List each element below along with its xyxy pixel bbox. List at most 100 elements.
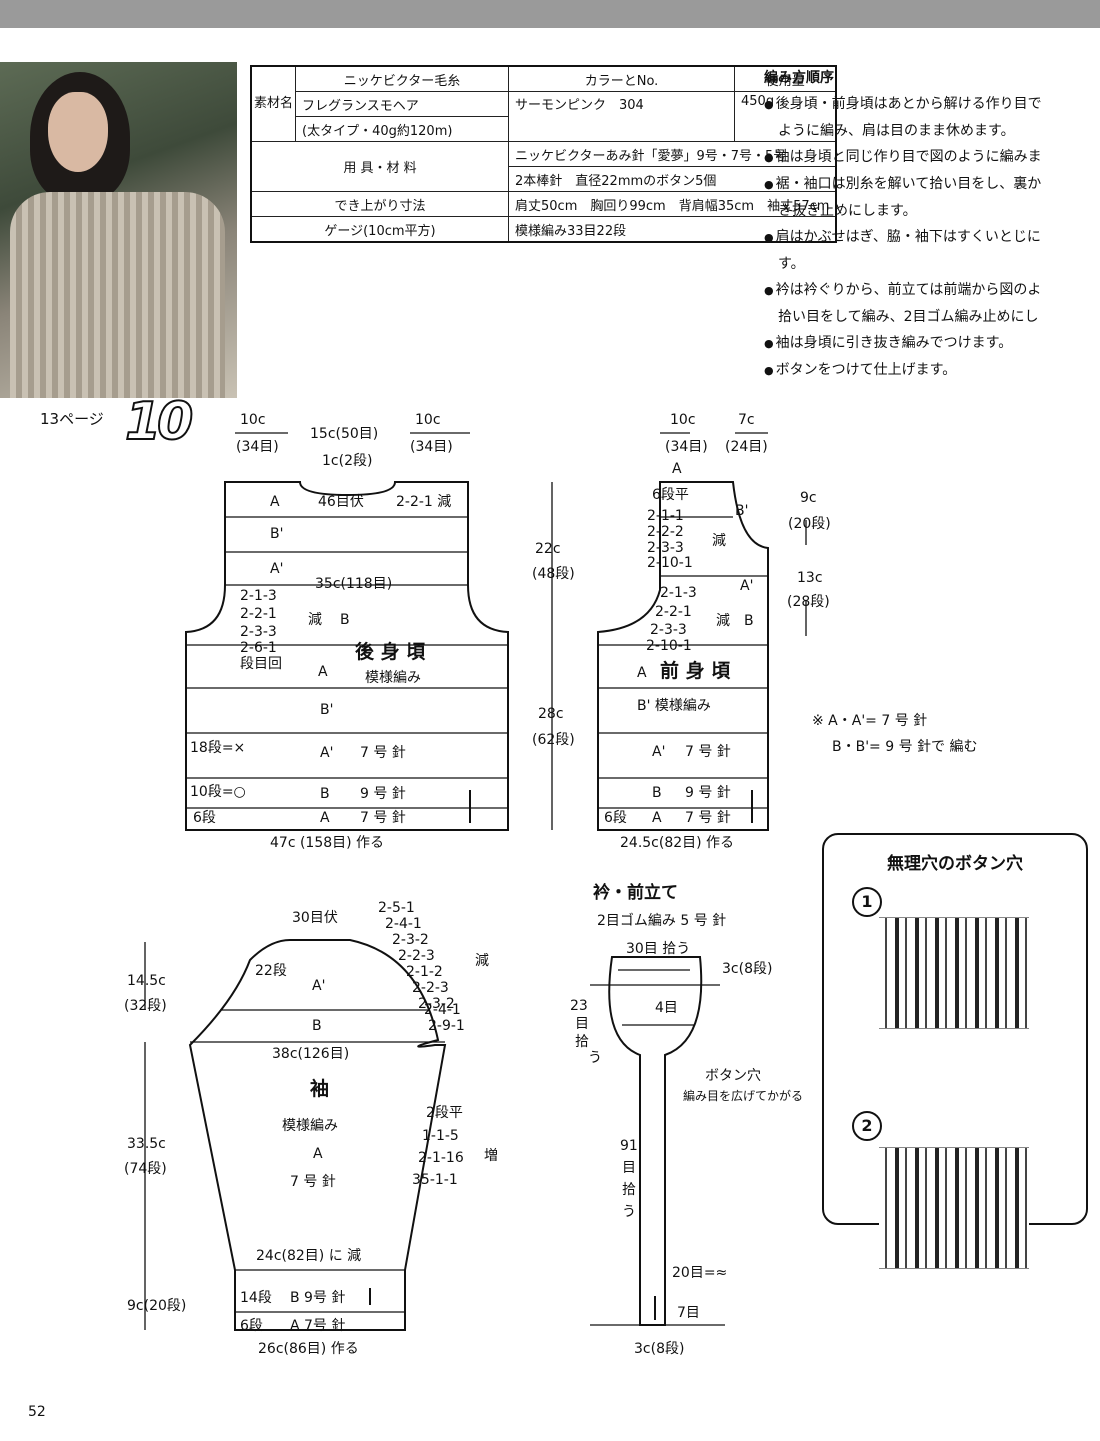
front-dec2: 減: [716, 612, 730, 629]
material-head: 素材名: [250, 65, 297, 142]
back-la: A: [318, 664, 328, 680]
back-top-l: 10c: [240, 412, 266, 428]
sleeve-bind: 30目伏: [292, 910, 338, 926]
collar-bottom: 3c(8段): [634, 1341, 684, 1357]
back-n7b: 7 号 針: [360, 810, 406, 826]
step-6a: 袖は身頃に引き抜き編みでつけます。: [764, 330, 1094, 357]
sleeve-dec: 減: [475, 952, 489, 969]
front-pattern: B' 模様編み: [637, 698, 711, 714]
back-title: 後 身 頃: [355, 640, 426, 663]
front-bottom: 24.5c(82目) 作る: [620, 835, 734, 851]
sleeve-c6: 2-2-3: [412, 980, 449, 996]
sleeve-a2: A': [312, 978, 325, 994]
collar-r20: 20目=≈: [672, 1265, 727, 1281]
sleeve-b: B: [312, 1018, 322, 1034]
back-row-b2: B': [270, 526, 283, 542]
collar-four: 4目: [655, 1000, 678, 1016]
back-d3: 2-3-3: [240, 624, 277, 640]
front-lb: B: [652, 785, 662, 801]
collar-pick23d: う: [588, 1050, 602, 1066]
step-circle-1: 1: [852, 887, 882, 917]
front-m2: 2-2-1: [655, 604, 692, 620]
yarn-detail: (太タイプ・40g約120m): [295, 116, 510, 142]
back-lb2: B': [320, 702, 333, 718]
sleeve-i1: 1-1-5: [422, 1128, 459, 1144]
sleeve-a7: A 7号 針: [290, 1318, 345, 1334]
sleeve-bottom: 26c(86目) 作る: [258, 1341, 359, 1357]
step-4b: す。: [778, 256, 805, 272]
color-head: カラーとNo.: [508, 65, 736, 92]
front-flat: 6段平: [652, 487, 689, 503]
collar-btn2: 編み目を広げてかがる: [683, 1088, 803, 1103]
front-b2: B': [735, 503, 748, 519]
collar-h3: 3c(8段): [722, 961, 772, 977]
collar-title: 衿・前立て: [593, 882, 678, 903]
model-sweater: [10, 192, 225, 398]
step-circle-2: 2: [852, 1111, 882, 1141]
front-n7: 7 号 針: [685, 744, 731, 760]
collar-sub: 2目ゴム編み 5 号 針: [597, 912, 726, 929]
sleeve-h2b: (74段): [124, 1161, 167, 1177]
steps-title: 編み方順序: [764, 70, 834, 86]
top-bar: [0, 0, 1100, 28]
sleeve-b9: B 9号 針: [290, 1290, 345, 1306]
front-title: 前 身 頃: [660, 659, 731, 682]
sleeve-h1b: (32段): [124, 998, 167, 1014]
sleeve-c9: 2-9-1: [428, 1018, 465, 1034]
needle-note: ※ A・A'= 7 号 針 B・B'= 9 号 針で 編む: [812, 708, 978, 760]
page-reference: 13ページ: [40, 410, 104, 428]
back-lb: B: [320, 786, 330, 802]
front-n2: 2-2-2: [647, 524, 684, 540]
front-h2b: (28段): [787, 594, 830, 610]
front-n7b: 7 号 針: [685, 810, 731, 826]
buttonhole-title: 無理穴のボタン穴: [887, 854, 1023, 874]
back-h2: 28c: [538, 706, 564, 722]
sleeve-h2: 33.5c: [127, 1136, 166, 1152]
step-3b: き抜き止めにします。: [778, 203, 917, 219]
front-h1b: (20段): [788, 516, 831, 532]
front-b: B: [744, 613, 754, 629]
note-line-2: B・B'= 9 号 針で 編む: [832, 739, 978, 755]
sleeve-title: 袖: [310, 1077, 329, 1100]
step-5a: 衿は衿ぐりから、前立ては前端から図のよ: [764, 277, 1094, 304]
back-body-outline: [185, 481, 509, 831]
back-la3: A: [320, 810, 330, 826]
front-n4: 2-10-1: [647, 555, 693, 571]
front-dec: 減: [712, 532, 726, 549]
back-bb: B: [340, 612, 350, 628]
front-m3: 2-3-3: [650, 622, 687, 638]
sleeve-rows22: 22段: [255, 963, 287, 979]
buttonhole-illustration-1: [879, 917, 1029, 1029]
back-n7: 7 号 針: [360, 745, 406, 761]
collar-pick30: 30目 拾う: [626, 941, 690, 957]
front-la3: A: [652, 810, 662, 826]
back-d1: 2-1-3: [240, 588, 277, 604]
sleeve-r14: 14段: [240, 1290, 272, 1306]
sleeve-c3: 2-3-2: [392, 932, 429, 948]
sleeve-c2: 2-4-1: [385, 916, 422, 932]
buttonhole-box: 無理穴のボタン穴 1 2: [822, 833, 1088, 1269]
collar-pick23c: 拾: [575, 1034, 589, 1050]
knitting-steps: 編み方順序 後身頃・前身頃はあとから解ける作り目で ように編み、肩は目のまま休め…: [764, 65, 1094, 384]
front-la2: A': [652, 744, 665, 760]
size-label: でき上がり寸法: [250, 191, 510, 217]
back-h1: 22c: [535, 541, 561, 557]
back-h1b: (48段): [532, 566, 575, 582]
back-top-c: 15c(50目): [310, 426, 378, 442]
sleeve-i2: 2-1-16: [418, 1150, 464, 1166]
sleeve-n7: 7 号 針: [290, 1174, 336, 1190]
back-row-a: A: [270, 494, 280, 510]
collar-r7: 7目: [677, 1305, 700, 1321]
sleeve-dec24: 24c(82目) に 減: [256, 1247, 361, 1264]
back-rows: 段目回: [240, 656, 282, 672]
step-1b: ように編み、肩は目のまま休めます。: [778, 123, 1015, 139]
sleeve-inc: 増: [484, 1148, 498, 1164]
collar-p91d: う: [622, 1204, 636, 1220]
sleeve-c8: 2-4-1: [424, 1002, 461, 1018]
back-r18: 18段=×: [190, 740, 245, 756]
sleeve-i3: 35-1-1: [412, 1172, 458, 1188]
front-r6: 6段: [604, 810, 627, 826]
front-row-a: A: [672, 461, 682, 477]
back-width: 35c(118目): [315, 576, 392, 592]
step-4a: 肩はかぶせはぎ、脇・袖下はすくいとじに: [764, 224, 1094, 251]
